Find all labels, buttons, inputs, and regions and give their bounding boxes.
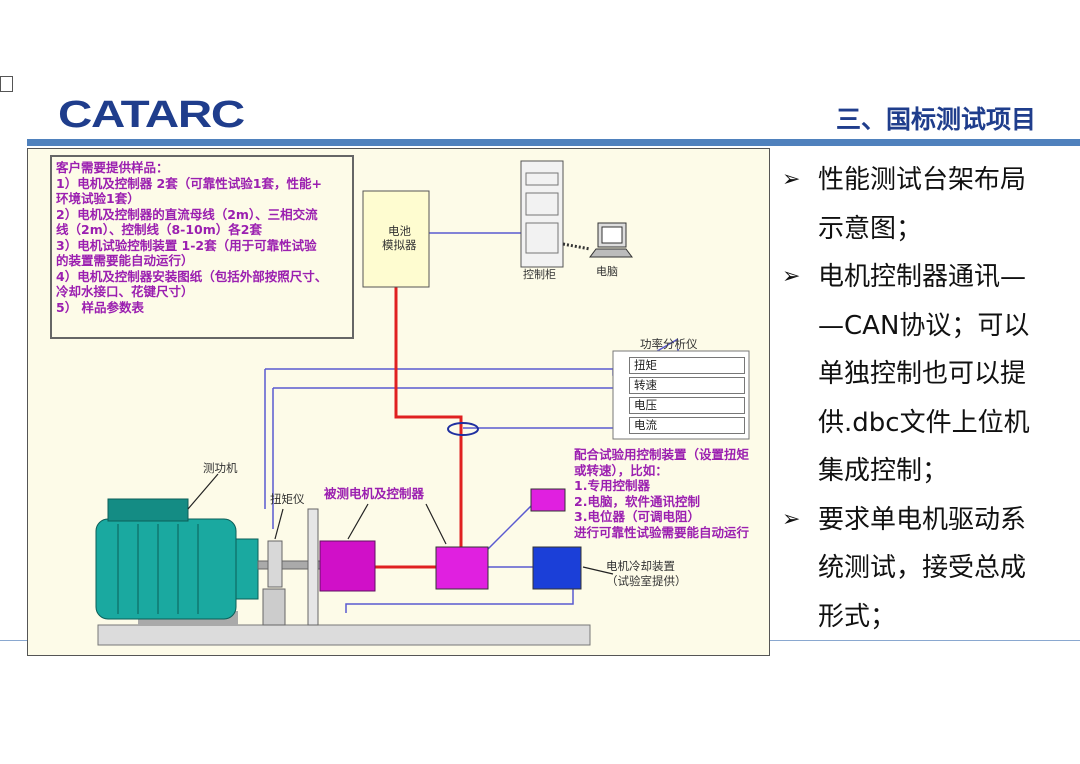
req-line: 环境试验1套） bbox=[56, 191, 140, 206]
arrow-bullet-icon: ➢ bbox=[782, 506, 801, 532]
note-line: 3.电位器（可调电阻） bbox=[574, 509, 700, 524]
note-line: 进行可靠性试验需要能自动运行 bbox=[574, 524, 750, 540]
arrow-bullet-icon: ➢ bbox=[782, 167, 801, 192]
computer-icon bbox=[562, 222, 633, 258]
test-bench-base bbox=[97, 624, 591, 646]
dynamometer-label: 测功机 bbox=[203, 461, 238, 475]
arrow-bullet-icon: ➢ bbox=[782, 264, 801, 289]
bullet-item: ➢要求单电机驱动系 bbox=[782, 496, 1072, 545]
note-line: 2.电脑，软件通讯控制 bbox=[574, 493, 700, 509]
motor-under-test-label: 被测电机及控制器 bbox=[324, 486, 425, 501]
bullet-line: 示意图； bbox=[818, 213, 923, 244]
req-line: 客户需要提供样品： bbox=[56, 160, 169, 175]
ctrl-device-line bbox=[487, 503, 534, 550]
cooling-line bbox=[345, 589, 574, 613]
control-device-note: 配合试验用控制装置（设置扭矩 或转速），比如： 1.专用控制器 2.电脑，软件通… bbox=[574, 447, 749, 540]
req-line: 4）电机及控制器安装图纸（包括外部按照尺寸、 bbox=[56, 268, 328, 284]
control-cabinet-icon bbox=[520, 160, 564, 268]
cooling-unit-box bbox=[532, 546, 582, 590]
catarc-logo: CATARC bbox=[58, 94, 245, 136]
req-line: 2）电机及控制器的直流母线（2m）、三相交流 bbox=[56, 206, 318, 222]
req-line: 1）电机及控制器 2套（可靠性试验1套，性能+ bbox=[56, 175, 322, 191]
motor-under-test-icon bbox=[319, 540, 376, 592]
test-bench-diagram: 客户需要提供样品： 1）电机及控制器 2套（可靠性试验1套，性能+ 环境试验1套… bbox=[27, 148, 770, 656]
req-line: 的装置需要能自动运行） bbox=[56, 253, 194, 268]
req-line: 冷却水接口、花键尺寸） bbox=[56, 284, 194, 299]
bullet-line: 供.dbc文件上位机 bbox=[818, 407, 1030, 438]
motor-bracket bbox=[307, 508, 319, 626]
req-line: 3）电机试验控制装置 1-2套（用于可靠性试验 bbox=[56, 237, 317, 253]
battery-simulator-box bbox=[362, 190, 430, 288]
bullet-line: 单独控制也可以提 bbox=[818, 359, 1027, 389]
power-analyzer-rows: 扭矩 转速 电压 电流 bbox=[613, 351, 749, 439]
controller-box bbox=[435, 546, 489, 590]
dynamometer-icon bbox=[95, 498, 259, 620]
analyzer-row-voltage: 电压 bbox=[629, 397, 745, 414]
bullet-line: 集成控制； bbox=[818, 456, 949, 486]
torque-meter-icon bbox=[267, 540, 283, 588]
control-cabinet-label: 控制柜 bbox=[523, 268, 556, 281]
slide-title: 三、国标测试项目 bbox=[835, 105, 1036, 134]
note-line: 或转速），比如： bbox=[574, 462, 668, 478]
header-divider bbox=[27, 139, 1080, 146]
bullet-item: ➢电机控制器通讯— bbox=[782, 253, 1072, 302]
placeholder-checkbox bbox=[0, 76, 13, 92]
cooling-label: 电机冷却装置（试验室提供） bbox=[606, 559, 687, 588]
power-analyzer-label: 功率分析仪 bbox=[640, 337, 698, 351]
bullet-line: 统测试，接受总成 bbox=[818, 553, 1027, 583]
sample-requirements-box: 客户需要提供样品： 1）电机及控制器 2套（可靠性试验1套，性能+ 环境试验1套… bbox=[50, 155, 354, 339]
computer-label: 电脑 bbox=[596, 265, 618, 278]
dc-bus-line bbox=[394, 287, 463, 547]
bullet-line: —CAN协议；可以 bbox=[818, 310, 1030, 341]
bullet-list: ➢性能测试台架布局 示意图； ➢电机控制器通讯— —CAN协议；可以 单独控制也… bbox=[782, 156, 1072, 641]
analyzer-row-speed: 转速 bbox=[629, 377, 745, 394]
note-line: 配合试验用控制装置（设置扭矩 bbox=[574, 447, 750, 462]
control-device-box bbox=[530, 488, 566, 512]
req-line: 线（2m）、控制线（8-10m）各2套 bbox=[56, 222, 262, 237]
current-probe bbox=[447, 422, 479, 436]
torque-meter-label: 扭矩仪 bbox=[270, 492, 305, 506]
req-line: 5） 样品参数表 bbox=[56, 299, 145, 315]
bullet-item: ➢性能测试台架布局 bbox=[782, 156, 1072, 205]
bullet-line: 形式； bbox=[818, 601, 897, 632]
note-line: 1.专用控制器 bbox=[574, 478, 650, 493]
analyzer-row-torque: 扭矩 bbox=[629, 357, 745, 374]
analyzer-row-current: 电流 bbox=[629, 417, 745, 434]
battery-simulator-label: 电池模拟器 bbox=[382, 224, 417, 252]
